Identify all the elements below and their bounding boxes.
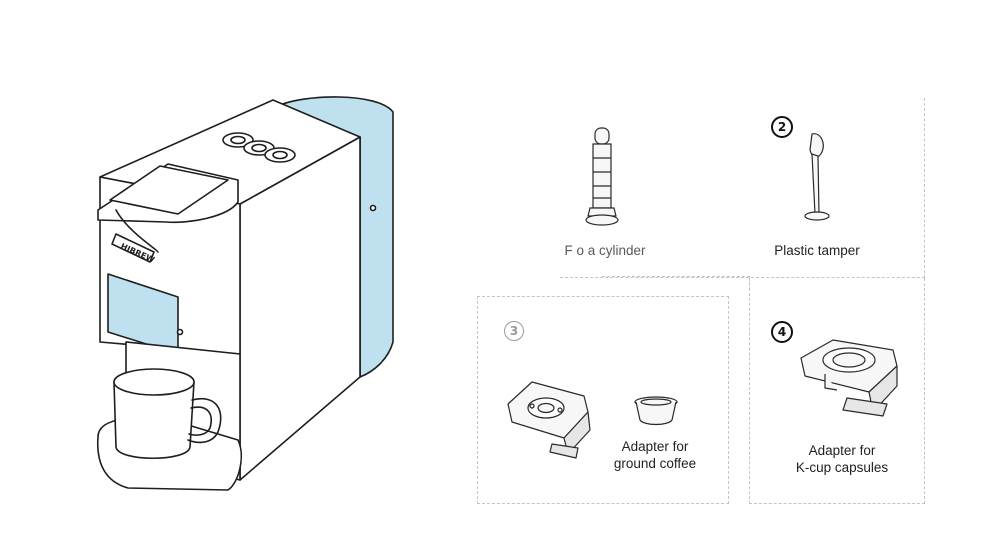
frothing-cylinder-label: F o a cylinder — [564, 243, 646, 258]
accessory-panel-top — [560, 98, 925, 278]
plastic-tamper-label: Plastic tamper — [774, 243, 860, 258]
frothing-cylinder-icon — [585, 127, 619, 226]
ground-coffee-cup-icon — [634, 396, 678, 426]
item-number-2: 2 — [771, 116, 793, 138]
accessory-panel-kcup — [749, 278, 925, 504]
coffee-machine-illustration: HIBREW — [96, 96, 394, 491]
ground-coffee-label-line2: ground coffee — [613, 456, 697, 471]
kcup-adapter-icon — [800, 339, 898, 417]
item-number-3: 3 — [504, 321, 524, 341]
ground-coffee-label-line1: Adapter for — [621, 439, 689, 454]
accessory-panel-ground-coffee-back — [602, 276, 750, 296]
accessory-panel-ground-coffee — [477, 296, 729, 504]
ground-coffee-adapter-icon — [507, 381, 591, 459]
kcup-adapter-label-line2: K-cup capsules — [795, 460, 889, 475]
kcup-adapter-label-line1: Adapter for — [808, 443, 876, 458]
item-number-4: 4 — [771, 321, 793, 343]
plastic-tamper-icon — [804, 133, 830, 221]
